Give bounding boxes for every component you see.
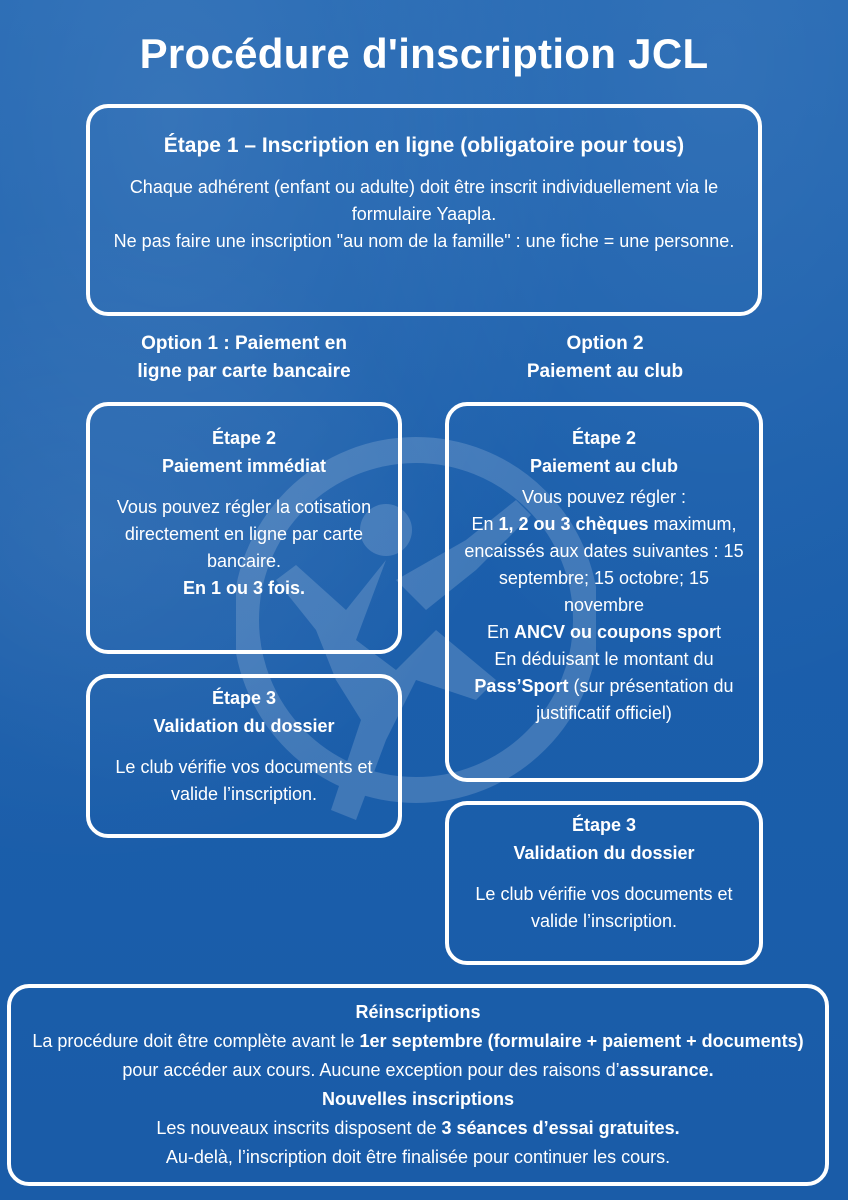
option1-step3-text: Le club vérifie vos documents et valide …	[115, 757, 373, 804]
option2-step3-label: Étape 3	[571, 815, 637, 835]
step1-card: Étape 1 – Inscription en ligne (obligato…	[86, 104, 762, 316]
option2-title: Option 2 Paiement au club	[450, 330, 760, 386]
option2-step3-card: Étape 3 Validation du dossier Le club vé…	[445, 801, 763, 965]
option1-step2-bold: En 1 ou 3 fois.	[182, 578, 306, 598]
option2-step2-passsport: En déduisant le montant du Pass’Sport (s…	[474, 649, 734, 723]
option2-step3-heading: Validation du dossier	[513, 843, 695, 863]
step1-heading: Étape 1 – Inscription en ligne (obligato…	[163, 134, 685, 157]
page-title: Procédure d'inscription JCL	[139, 30, 709, 77]
option2-title-line1: Option 2	[566, 333, 644, 354]
option1-step3-heading: Validation du dossier	[153, 716, 335, 736]
option2-step2-label: Étape 2	[571, 428, 637, 448]
nouvelles-text-2: Au-delà, l’inscription doit être finalis…	[165, 1147, 671, 1167]
option2-step2-ancv: En ANCV ou coupons sport	[486, 622, 722, 642]
option1-step2-heading: Paiement immédiat	[161, 456, 327, 476]
step1-text-individual: Chaque adhérent (enfant ou adulte) doit …	[129, 177, 719, 224]
option1-step2-card: Étape 2 Paiement immédiat Vous pouvez ré…	[86, 402, 402, 654]
option2-step2-card: Étape 2 Paiement au club Vous pouvez rég…	[445, 402, 763, 782]
option1-step2-text: Vous pouvez régler la cotisation directe…	[116, 497, 372, 571]
option2-step2-intro: Vous pouvez régler :	[521, 487, 687, 507]
option1-title-line1: Option 1 : Paiement en	[141, 333, 347, 354]
nouvelles-text: Les nouveaux inscrits disposent de 3 séa…	[156, 1118, 680, 1138]
reinscriptions-card: Réinscriptions La procédure doit être co…	[7, 984, 829, 1186]
step1-text-family: Ne pas faire une inscription "au nom de …	[113, 231, 735, 251]
option1-step3-label: Étape 3	[211, 688, 277, 708]
option1-title: Option 1 : Paiement en ligne par carte b…	[100, 330, 388, 386]
reinscriptions-text: La procédure doit être complète avant le…	[32, 1031, 804, 1080]
option1-step2-label: Étape 2	[211, 428, 277, 448]
option2-step2-heading: Paiement au club	[529, 456, 679, 476]
nouvelles-heading: Nouvelles inscriptions	[321, 1089, 515, 1109]
option1-title-line2: ligne par carte bancaire	[137, 361, 351, 382]
option2-step2-cheques: En 1, 2 ou 3 chèques maximum, encaissés …	[464, 514, 744, 615]
option1-step3-card: Étape 3 Validation du dossier Le club vé…	[86, 674, 402, 838]
option2-title-line2: Paiement au club	[526, 361, 684, 382]
option2-step3-text: Le club vérifie vos documents et valide …	[475, 884, 733, 931]
reinscriptions-heading: Réinscriptions	[355, 1002, 481, 1022]
